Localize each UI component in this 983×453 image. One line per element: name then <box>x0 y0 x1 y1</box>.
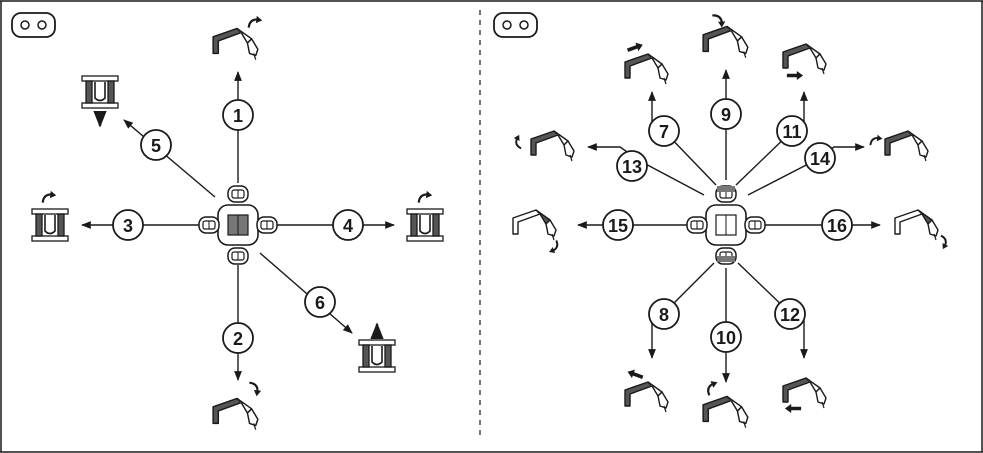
boom-move-left-down-icon <box>624 367 669 413</box>
direction-badge-10: 10 <box>710 321 742 353</box>
svg-text:4: 4 <box>343 216 353 236</box>
tracks-move-back-icon <box>81 75 119 128</box>
svg-text:15: 15 <box>608 216 628 236</box>
bucket-curl-in-icon <box>512 209 563 257</box>
svg-text:13: 13 <box>622 157 642 177</box>
svg-text:9: 9 <box>721 105 731 125</box>
bucket-curl-out-icon <box>894 209 952 252</box>
arm-rotate-top-icon <box>212 15 264 61</box>
svg-text:8: 8 <box>659 305 669 325</box>
direction-badge-3: 3 <box>112 209 144 241</box>
joystick-top-view <box>686 185 766 265</box>
svg-text:3: 3 <box>123 216 133 236</box>
two-button-mode-icon <box>11 12 56 38</box>
direction-badge-4: 4 <box>332 209 364 241</box>
boom-move-left-icon <box>624 40 669 85</box>
tracks-rotate-left-icon <box>31 190 69 242</box>
boom-rotate-top-icon <box>702 12 749 59</box>
svg-text:12: 12 <box>780 305 800 325</box>
stick-rotate-down-icon <box>869 130 929 162</box>
joystick-top-view <box>198 185 278 265</box>
direction-badge-9: 9 <box>710 98 742 130</box>
direction-badge-14: 14 <box>804 142 836 174</box>
stick-rotate-up-icon <box>510 130 575 162</box>
direction-line-5 <box>123 119 216 198</box>
direction-badge-16: 16 <box>821 209 853 241</box>
direction-badge-11: 11 <box>776 115 808 147</box>
direction-badge-2: 2 <box>222 322 254 354</box>
direction-badge-6: 6 <box>304 286 336 318</box>
svg-text:5: 5 <box>151 136 161 156</box>
direction-badge-13: 13 <box>616 150 648 182</box>
direction-badge-12: 12 <box>774 298 806 330</box>
direction-badge-7: 7 <box>648 115 680 147</box>
direction-badge-5: 5 <box>140 129 172 161</box>
boom-move-right-down-icon <box>782 377 827 413</box>
boom-move-right-icon <box>782 43 827 80</box>
right-panel: 7 9 11 13 14 15 16 8 10 12 <box>510 12 952 429</box>
tracks-move-forward-icon <box>358 322 396 373</box>
boom-rotate-bottom-icon <box>702 377 749 429</box>
svg-text:2: 2 <box>233 329 243 349</box>
svg-text:7: 7 <box>659 122 669 142</box>
direction-badge-1: 1 <box>222 99 254 131</box>
left-panel: 1 2 3 4 5 6 <box>31 15 444 431</box>
svg-text:16: 16 <box>827 216 847 236</box>
svg-text:6: 6 <box>315 293 325 313</box>
arm-rotate-bottom-icon <box>212 381 262 431</box>
direction-badge-15: 15 <box>602 209 634 241</box>
svg-text:1: 1 <box>233 106 243 126</box>
tracks-rotate-right-icon <box>406 190 444 242</box>
svg-text:11: 11 <box>782 122 801 142</box>
svg-text:10: 10 <box>716 328 736 348</box>
two-button-mode-icon <box>493 12 538 38</box>
svg-text:14: 14 <box>810 149 830 169</box>
direction-badge-8: 8 <box>648 298 680 330</box>
direction-line-6 <box>259 252 353 334</box>
